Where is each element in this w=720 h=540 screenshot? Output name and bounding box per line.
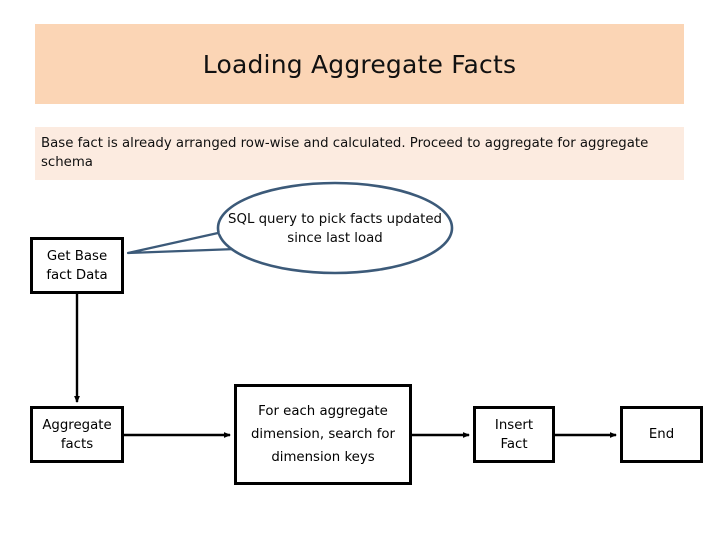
- title-banner: Loading Aggregate Facts: [35, 24, 684, 104]
- page-title: Loading Aggregate Facts: [202, 49, 517, 79]
- node-insert-fact[interactable]: Insert Fact: [473, 406, 555, 463]
- callout-shape: [126, 181, 454, 275]
- sql-query-callout[interactable]: SQL query to pick facts updated since la…: [126, 181, 454, 275]
- subtitle-banner: Base fact is already arranged row-wise a…: [35, 127, 684, 180]
- node-label: End: [648, 427, 675, 442]
- node-label: For each aggregate dimension, search for…: [250, 404, 395, 465]
- callout-seam-mask: [219, 232, 237, 248]
- node-label: Aggregate facts: [42, 417, 112, 452]
- subtitle-text: Base fact is already arranged row-wise a…: [41, 136, 649, 170]
- node-end[interactable]: End: [620, 406, 703, 463]
- node-get-base-fact-data[interactable]: Get Base fact Data: [30, 237, 124, 294]
- node-label: Get Base fact Data: [46, 248, 108, 283]
- node-dimension-search[interactable]: For each aggregate dimension, search for…: [234, 384, 412, 485]
- node-label: Insert Fact: [494, 417, 534, 452]
- node-aggregate-facts[interactable]: Aggregate facts: [30, 406, 124, 463]
- callout-oval: [216, 181, 454, 275]
